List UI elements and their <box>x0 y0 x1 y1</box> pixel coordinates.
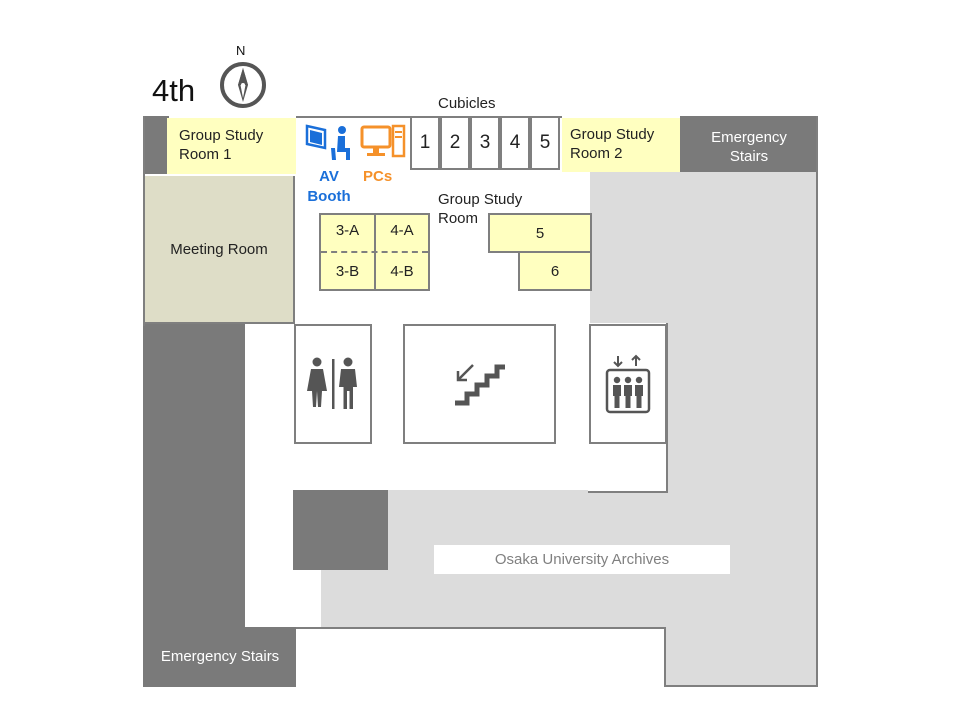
pcs-label[interactable]: PCs <box>363 168 393 185</box>
booth-3b[interactable]: 3-B <box>335 263 360 280</box>
booth-3a[interactable]: 3-A <box>335 222 360 239</box>
outline-bottom-right <box>664 685 818 687</box>
av-booth-line2: Booth <box>307 188 351 205</box>
floor-label: 4th <box>152 73 196 108</box>
archives-label-text: Osaka University Archives <box>494 551 670 568</box>
cubicle-4[interactable]: 4 <box>500 116 530 170</box>
outline-right <box>816 116 818 687</box>
group-study-room-1-line1: Group Study <box>179 127 264 144</box>
meeting-room[interactable]: Meeting Room <box>145 176 295 324</box>
av-booth-label[interactable]: AV Booth <box>300 167 358 207</box>
lower-corridor <box>296 627 666 687</box>
top-left-wall <box>143 116 169 174</box>
west-wall-line <box>143 116 145 326</box>
group-study-room-2-line2: Room 2 <box>570 145 623 162</box>
west-wall-area <box>143 323 245 687</box>
group-study-room-1-line2: Room 1 <box>179 146 232 163</box>
study-room-5-label: 5 <box>535 224 545 242</box>
pc-icon <box>360 124 406 158</box>
group-study-room-2[interactable]: Group Study Room 2 <box>562 118 680 172</box>
elevator-icon <box>605 354 651 414</box>
group-study-room-line1: Group Study <box>438 191 523 208</box>
cubicle-5[interactable]: 5 <box>530 116 560 170</box>
storage-block <box>293 490 388 570</box>
study-room-5[interactable]: 5 <box>488 213 592 253</box>
north-label: N <box>236 43 246 58</box>
booth-4a[interactable]: 4-A <box>390 222 414 239</box>
av-booth-line1: AV <box>319 168 339 185</box>
restroom[interactable] <box>294 324 372 444</box>
booth-4b[interactable]: 4-B <box>390 263 414 280</box>
restroom-icon <box>307 357 357 409</box>
emergency-stairs-top <box>680 116 818 174</box>
group-study-room-1[interactable]: Group Study Room 1 <box>167 118 296 174</box>
stairs-icon <box>454 364 505 406</box>
archives-label[interactable]: Osaka University Archives <box>434 545 730 574</box>
study-room-6[interactable]: 6 <box>518 251 592 291</box>
emergency-stairs-top-line1: Emergency <box>711 129 787 146</box>
study-room-6-label: 6 <box>550 262 560 280</box>
cubicle-3[interactable]: 3 <box>470 116 500 170</box>
emergency-stairs-bottom-label: Emergency Stairs <box>160 648 280 665</box>
cubicles-title: Cubicles <box>438 95 496 112</box>
cubicle-1[interactable]: 1 <box>410 116 440 170</box>
group-study-room-2-line1: Group Study <box>570 126 655 143</box>
group-study-room-label: Group Study Room <box>438 190 522 228</box>
booth-divider <box>321 251 428 253</box>
emergency-stairs-top-label: Emergency Stairs <box>690 128 808 166</box>
compass-icon <box>220 62 266 108</box>
emergency-stairs-top-line2: Stairs <box>729 148 769 165</box>
central-stairs[interactable] <box>403 324 556 444</box>
meeting-room-label: Meeting Room <box>170 240 268 258</box>
emergency-stairs-bottom <box>143 627 298 687</box>
cubicle-2[interactable]: 2 <box>440 116 470 170</box>
group-study-room-line2: Room <box>438 210 479 227</box>
elevator[interactable] <box>589 324 667 444</box>
av-booth-icon <box>305 124 350 160</box>
